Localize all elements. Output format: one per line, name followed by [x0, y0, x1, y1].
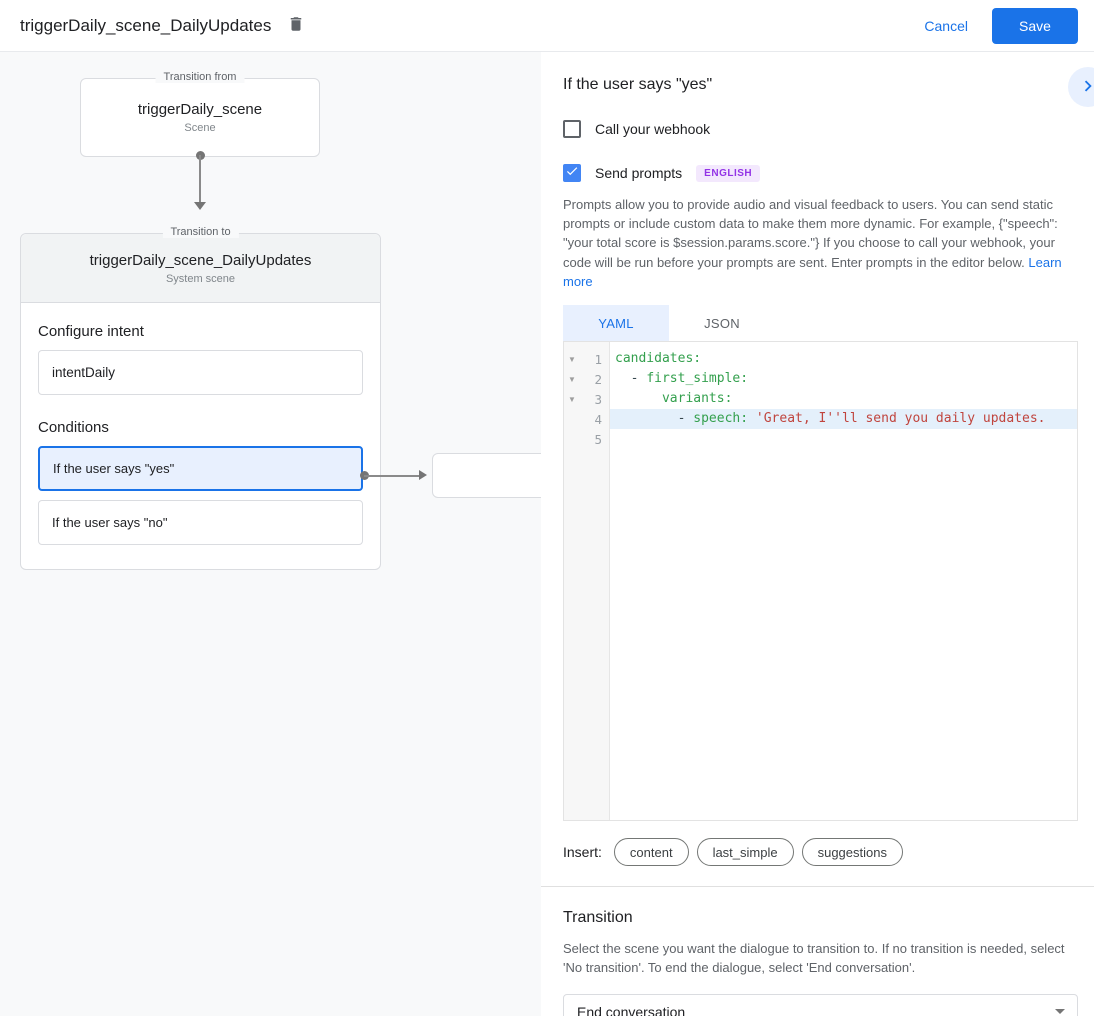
- configure-intent-label: Configure intent: [38, 323, 144, 340]
- code-line[interactable]: [610, 429, 1077, 449]
- gutter-line: ▼5: [564, 429, 609, 449]
- code-line[interactable]: - speech: 'Great, I''ll send you daily u…: [610, 409, 1077, 430]
- gutter-line: ▼3: [564, 389, 609, 409]
- line-number: 4: [594, 411, 602, 427]
- line-number: 2: [594, 371, 602, 387]
- webhook-checkbox[interactable]: [563, 120, 581, 138]
- conditions-list: If the user says "yes" If the user says "…: [38, 446, 363, 545]
- trash-icon: [287, 15, 305, 36]
- code-token: candidates:: [615, 351, 702, 367]
- panel-title: If the user says "yes": [563, 76, 713, 93]
- delete-scene-button[interactable]: [287, 15, 305, 36]
- fold-arrow-icon[interactable]: ▼: [568, 394, 576, 404]
- code-token: [748, 411, 756, 426]
- send-prompts-checkbox[interactable]: [563, 164, 581, 182]
- insert-chip-suggestions[interactable]: suggestions: [801, 838, 903, 867]
- transition-select-value: End conversation: [577, 1003, 686, 1016]
- intent-input[interactable]: intentDaily: [38, 350, 363, 395]
- code-token: [615, 391, 662, 406]
- webhook-checkbox-label: Call your webhook: [595, 121, 711, 137]
- top-bar: triggerDaily_scene_DailyUpdates Cancel S…: [0, 0, 1094, 52]
- transition-from-node[interactable]: Transition from triggerDaily_scene Scene: [80, 71, 320, 157]
- code-token: -: [615, 411, 694, 427]
- code-token: -: [615, 371, 647, 387]
- gutter-line: ▼2: [564, 369, 609, 389]
- code-token: 'Great, I''ll send you daily updates.: [755, 411, 1046, 427]
- transition-heading: Transition: [563, 909, 633, 927]
- transition-from-legend: Transition from: [155, 71, 245, 83]
- connector-line-vertical: [199, 155, 201, 202]
- send-prompts-checkbox-row[interactable]: Send prompts ENGLISH: [563, 164, 1078, 182]
- page-title: triggerDaily_scene_DailyUpdates: [20, 15, 272, 35]
- code-token: speech:: [693, 411, 749, 427]
- main-area: Transition from triggerDaily_scene Scene…: [0, 52, 1094, 1016]
- code-token: variants:: [661, 391, 733, 407]
- code-line[interactable]: variants:: [610, 389, 1077, 409]
- insert-chip-content[interactable]: content: [613, 838, 689, 867]
- fold-arrow-icon[interactable]: ▼: [568, 374, 576, 384]
- tab-yaml[interactable]: YAML: [563, 305, 669, 342]
- gutter-line: ▼1: [564, 349, 609, 369]
- collapse-panel-button[interactable]: [1068, 67, 1094, 107]
- scene-node-body: Configure intent intentDaily Conditions …: [21, 323, 380, 545]
- dropdown-caret-icon: [1055, 1009, 1065, 1015]
- editor-code[interactable]: candidates: - first_simple: variants: - …: [610, 342, 1077, 820]
- save-button[interactable]: Save: [992, 7, 1078, 44]
- code-token: first_simple:: [646, 371, 749, 387]
- condition-item[interactable]: If the user says "yes": [38, 446, 363, 491]
- code-line[interactable]: - first_simple:: [610, 369, 1077, 389]
- insert-chip-last_simple[interactable]: last_simple: [696, 838, 794, 867]
- fold-arrow-icon[interactable]: ▼: [568, 354, 576, 364]
- line-number: 5: [594, 431, 602, 447]
- from-scene-title: triggerDaily_scene: [137, 101, 263, 118]
- check-icon: [565, 164, 579, 183]
- from-scene-subtitle: Scene: [184, 122, 216, 134]
- webhook-checkbox-row[interactable]: Call your webhook: [563, 120, 1078, 138]
- scene-diagram-canvas[interactable]: Transition from triggerDaily_scene Scene…: [0, 52, 541, 1016]
- line-number: 1: [594, 351, 602, 367]
- condition-target-node[interactable]: [432, 453, 541, 498]
- transition-to-node[interactable]: Transition to triggerDaily_scene_DailyUp…: [20, 226, 381, 570]
- line-number: 3: [594, 391, 602, 407]
- send-prompts-checkbox-label: Send prompts: [595, 165, 683, 181]
- to-scene-title: triggerDaily_scene_DailyUpdates: [89, 251, 312, 269]
- transition-section: Transition Select the scene you want the…: [541, 887, 1094, 1016]
- condition-editor-panel: If the user says "yes" Call your webhook…: [541, 52, 1094, 1016]
- transition-select[interactable]: End conversation: [563, 993, 1078, 1016]
- editor-gutter: ▼1▼2▼3▼4▼5: [564, 342, 610, 821]
- prompts-description-text: Prompts allow you to provide audio and v…: [563, 197, 1058, 270]
- prompts-description: Prompts allow you to provide audio and v…: [563, 195, 1078, 291]
- gutter-line: ▼4: [564, 409, 609, 429]
- chevron-right-icon: [1077, 75, 1094, 100]
- connector-line-horizontal: [364, 474, 419, 477]
- transition-description: Select the scene you want the dialogue t…: [563, 941, 1065, 976]
- cancel-button[interactable]: Cancel: [912, 10, 980, 42]
- learn-more-link[interactable]: Learn more: [563, 254, 1062, 289]
- language-badge: ENGLISH: [696, 164, 761, 182]
- insert-label: Insert:: [563, 844, 602, 861]
- transition-to-legend: Transition to: [162, 226, 239, 238]
- conditions-label: Conditions: [38, 419, 109, 436]
- arrowhead-down-icon: [194, 202, 206, 210]
- code-line[interactable]: candidates:: [610, 349, 1077, 369]
- arrowhead-right-icon: [419, 470, 427, 480]
- prompts-section: If the user says "yes" Call your webhook…: [541, 52, 1094, 888]
- tab-json[interactable]: JSON: [669, 305, 775, 342]
- condition-item[interactable]: If the user says "no": [38, 500, 363, 545]
- scene-node-header: triggerDaily_scene_DailyUpdates System s…: [21, 234, 380, 303]
- to-scene-subtitle: System scene: [165, 272, 236, 285]
- yaml-code-editor[interactable]: ▼1▼2▼3▼4▼5 candidates: - first_simple: v…: [563, 341, 1078, 822]
